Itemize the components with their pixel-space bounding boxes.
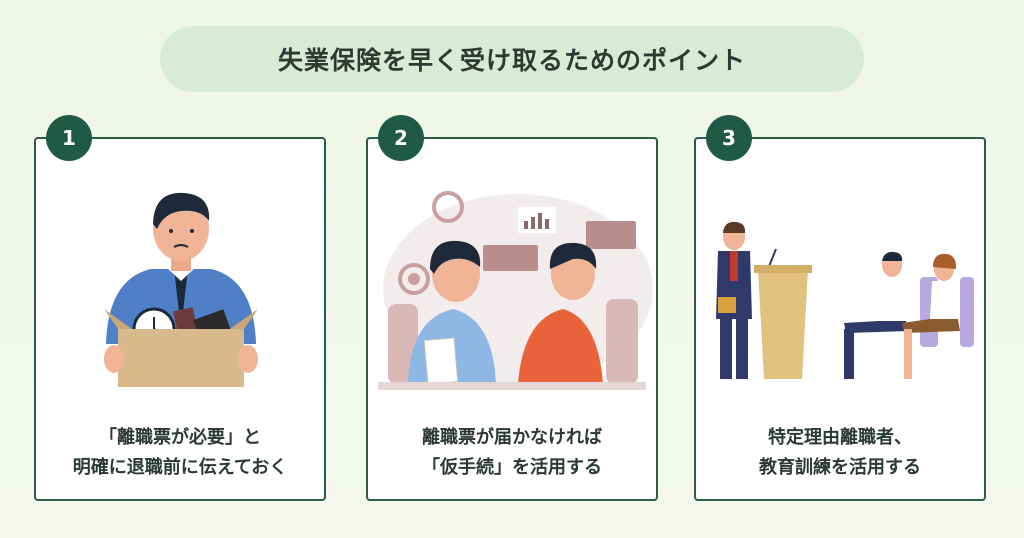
card-caption: 離職票が届かなければ 「仮手続」を活用する xyxy=(368,423,656,483)
number-badge: 3 xyxy=(706,115,752,161)
point-card-1: 1 「離職票が必要」と 明確に退職前に伝えておく xyxy=(34,115,326,501)
point-card-3: 3 特定理由離職者、 教育訓練を活用する xyxy=(694,115,986,501)
number-badge: 1 xyxy=(46,115,92,161)
training-seminar-illustration xyxy=(716,221,974,379)
caption-line-2: 明確に退職前に伝えておく xyxy=(72,457,288,478)
consultation-illustration xyxy=(378,191,653,390)
caption-line-1: 「離職票が必要」と xyxy=(99,427,261,448)
caption-line-2: 教育訓練を活用する xyxy=(759,457,921,478)
caption-line-1: 特定理由離職者、 xyxy=(768,427,912,448)
card-caption: 特定理由離職者、 教育訓練を活用する xyxy=(696,423,984,483)
caption-line-2: 「仮手続」を活用する xyxy=(422,457,602,478)
caption-line-1: 離職票が届かなければ xyxy=(422,427,602,448)
resigning-man-illustration xyxy=(104,192,258,387)
card-caption: 「離職票が必要」と 明確に退職前に伝えておく xyxy=(36,423,324,483)
title-banner: 失業保険を早く受け取るためのポイント xyxy=(160,26,864,92)
page-title: 失業保険を早く受け取るためのポイント xyxy=(277,46,746,75)
number-badge: 2 xyxy=(378,115,424,161)
point-card-2: 2 離職票が届かなければ 「仮手続」を活用する xyxy=(366,115,658,501)
